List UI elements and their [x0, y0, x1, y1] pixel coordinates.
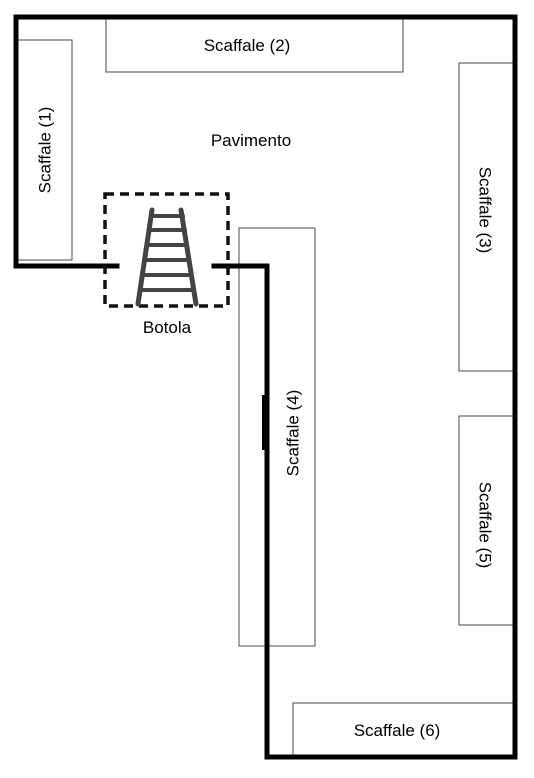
- hatch-outline: [103, 192, 230, 308]
- outer-wall: [13, 14, 518, 760]
- shelf-1-label: Scaffale (1): [36, 107, 55, 194]
- shelf-5-box[interactable]: [458, 415, 515, 626]
- shelf-2-label: Scaffale (2): [204, 36, 291, 55]
- ladder-icon: [135, 207, 199, 307]
- walls: [13, 14, 518, 760]
- shelf-1-box[interactable]: [16, 39, 73, 261]
- hatch[interactable]: [103, 192, 230, 308]
- shelf-2-box[interactable]: [105, 17, 404, 73]
- shelf-5-label: Scaffale (5): [476, 482, 495, 569]
- shelf-3-box[interactable]: [458, 62, 515, 372]
- hatch-label: Botola: [143, 318, 192, 337]
- shelf-6-box[interactable]: [292, 702, 515, 756]
- shelf-4-label: Scaffale (4): [284, 390, 303, 477]
- shelf-3-label: Scaffale (3): [476, 167, 495, 254]
- floor-label: Pavimento: [211, 131, 291, 150]
- shelf-6-label: Scaffale (6): [354, 721, 441, 740]
- shelves: [16, 17, 515, 756]
- shelf-4-box[interactable]: [238, 227, 316, 647]
- labels: Pavimento Botola Scaffale (1) Scaffale (…: [36, 36, 495, 740]
